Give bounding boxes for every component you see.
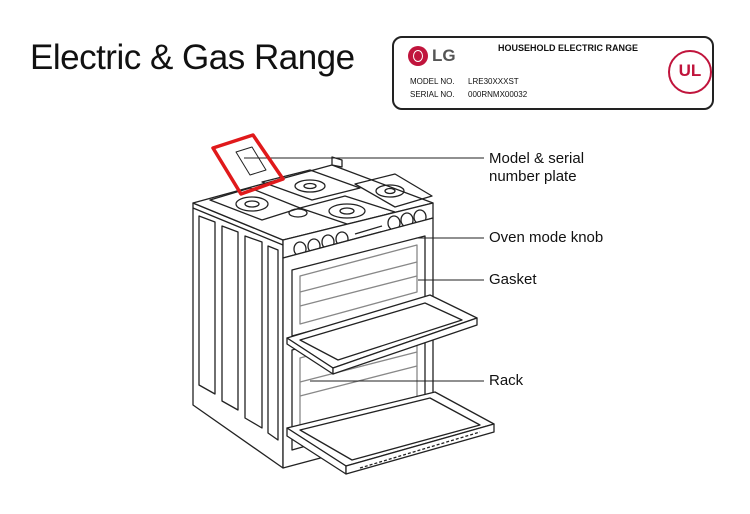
plate-location-marker bbox=[235, 146, 267, 176]
callout-model-plate-line1: Model & serial bbox=[489, 150, 585, 167]
lower-oven-door bbox=[286, 391, 495, 475]
plate-location-highlight bbox=[211, 133, 285, 196]
serial-number-value: 000RNMX00032 bbox=[468, 90, 528, 99]
page-title: Electric & Gas Range bbox=[30, 38, 355, 77]
serial-number-label: SERIAL NO. bbox=[410, 90, 455, 99]
callout-model-plate-line2: number plate bbox=[489, 168, 577, 185]
model-number-value: LRE30XXXST bbox=[468, 77, 519, 86]
plate-heading: HOUSEHOLD ELECTRIC RANGE bbox=[498, 43, 639, 53]
model-number-row: MODEL NO. LRE30XXXST bbox=[410, 77, 519, 86]
callout-model-plate: Model & serial number plate bbox=[489, 150, 584, 186]
callout-rack: Rack bbox=[489, 372, 524, 389]
callout-gasket: Gasket bbox=[489, 271, 537, 288]
upper-oven-door bbox=[286, 294, 478, 375]
lg-logo-icon bbox=[408, 46, 428, 66]
rating-plate: LG HOUSEHOLD ELECTRIC RANGE MODEL NO. LRE… bbox=[392, 36, 714, 110]
plate-brand: LG bbox=[432, 46, 456, 65]
serial-number-row: SERIAL NO. 000RNMX00032 bbox=[410, 90, 527, 99]
callout-oven-mode-knob: Oven mode knob bbox=[489, 229, 604, 246]
callout-leaders bbox=[244, 157, 484, 382]
model-number-label: MODEL NO. bbox=[410, 77, 455, 86]
range-side-panel bbox=[192, 202, 284, 469]
ul-certification-icon: UL bbox=[668, 50, 712, 94]
